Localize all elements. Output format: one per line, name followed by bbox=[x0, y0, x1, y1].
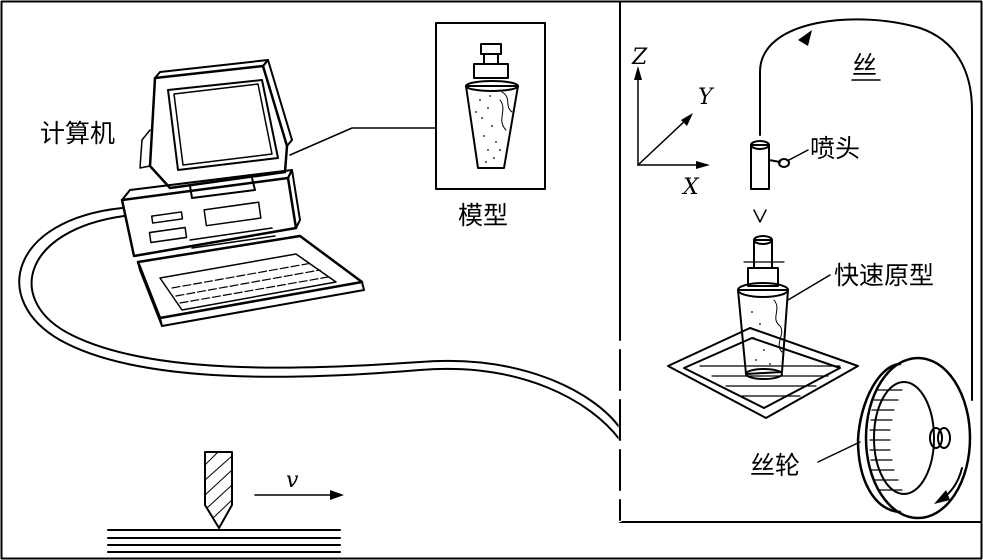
cable bbox=[18, 207, 621, 441]
filament-path bbox=[759, 18, 973, 401]
y-axis-label: Y bbox=[698, 85, 715, 110]
spool-label: 丝轮 bbox=[750, 451, 800, 480]
system-unit bbox=[120, 169, 301, 258]
filament-label: 丝 bbox=[852, 51, 877, 80]
computer-label: 计算机 bbox=[40, 119, 115, 148]
velocity-label: v bbox=[286, 468, 299, 493]
build-platform bbox=[667, 327, 859, 419]
spool bbox=[856, 356, 972, 520]
filament-arrow bbox=[798, 30, 812, 46]
nozzle-label: 喷头 bbox=[810, 134, 860, 163]
monitor bbox=[139, 59, 293, 199]
cutting-tool bbox=[204, 451, 233, 529]
model-box bbox=[435, 22, 546, 190]
rapid-prototype-part bbox=[737, 235, 789, 380]
coordinate-axes bbox=[634, 66, 710, 169]
z-axis-label: Z bbox=[631, 45, 648, 70]
prototype-label: 快速原型 bbox=[834, 261, 934, 290]
x-axis-label: X bbox=[681, 175, 700, 200]
workpiece-layers bbox=[107, 529, 341, 553]
nozzle bbox=[750, 140, 790, 223]
model-part bbox=[465, 43, 519, 169]
monitor-screen bbox=[167, 79, 279, 171]
model-label: 模型 bbox=[458, 201, 508, 230]
keyboard bbox=[136, 234, 365, 327]
computer bbox=[120, 59, 365, 327]
model-link-line bbox=[289, 127, 437, 156]
